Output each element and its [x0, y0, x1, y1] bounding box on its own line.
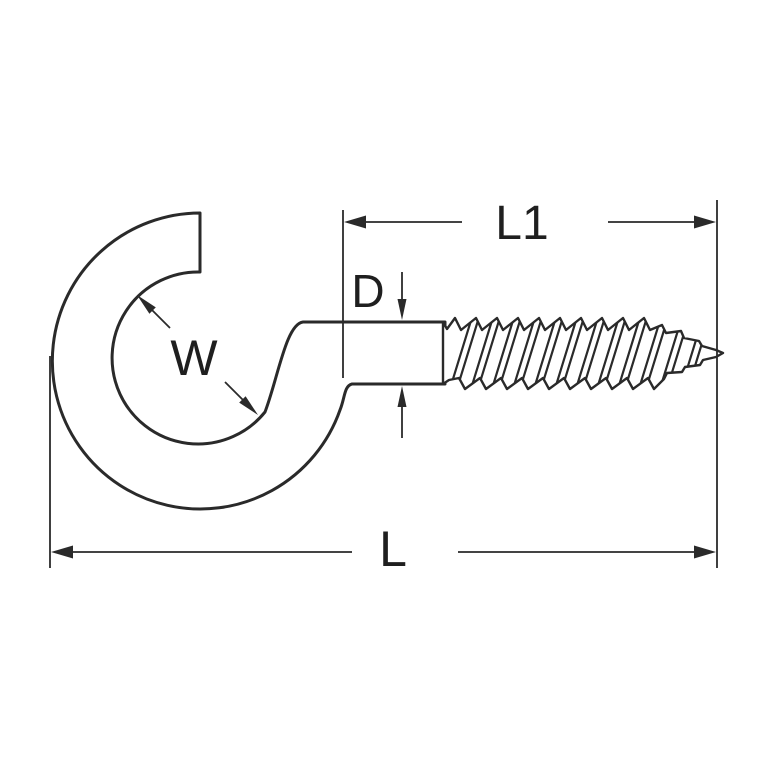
w-upper-arrowhead — [137, 295, 156, 314]
thread-hatch-line — [615, 318, 643, 389]
l-left-arrowhead — [51, 545, 73, 559]
w-lower-arrow-shaft — [224, 381, 245, 402]
thread-hatch-line — [454, 318, 482, 389]
thread-hatch-line — [573, 318, 601, 389]
dimension-l1: L1 — [342, 197, 718, 568]
thread-hatch-line — [559, 318, 587, 389]
thread-hatch-line — [517, 318, 545, 389]
dimension-d: D — [351, 265, 407, 438]
thread-hatch-line — [447, 318, 475, 389]
dimension-w: W — [137, 295, 258, 415]
thread-hatch-line — [636, 318, 664, 389]
l-right-arrowhead — [694, 545, 716, 559]
l1-right-arrowhead — [694, 215, 716, 229]
screw-hook-part — [50, 211, 725, 511]
w-upper-arrow-shaft — [150, 308, 171, 329]
thread-hatch-line — [496, 318, 524, 389]
l1-label: L1 — [495, 197, 548, 250]
thread-hatch-line — [601, 318, 629, 389]
thread-hatch-line — [622, 318, 650, 389]
l1-left-arrowhead — [344, 215, 366, 229]
hook-and-shank-outline — [50, 211, 447, 511]
thread-hatch-line — [594, 318, 622, 389]
thread-hatch-line — [489, 318, 517, 389]
thread-hatch-line — [475, 318, 503, 389]
d-lower-arrowhead — [397, 386, 407, 407]
w-label: W — [170, 330, 218, 386]
d-label: D — [351, 265, 384, 317]
thread-hatch-line — [510, 318, 538, 389]
thread-hatch-line — [468, 318, 496, 389]
screw-thread-silhouette — [441, 316, 725, 391]
thread-hatch-line — [552, 318, 580, 389]
l-label: L — [379, 521, 407, 577]
thread-hatch-line — [538, 318, 566, 389]
dimension-l: L — [49, 356, 716, 577]
thread-hatch-line — [531, 318, 559, 389]
thread-hatch-line — [580, 318, 608, 389]
w-lower-arrowhead — [239, 396, 258, 415]
d-upper-arrowhead — [397, 299, 407, 320]
